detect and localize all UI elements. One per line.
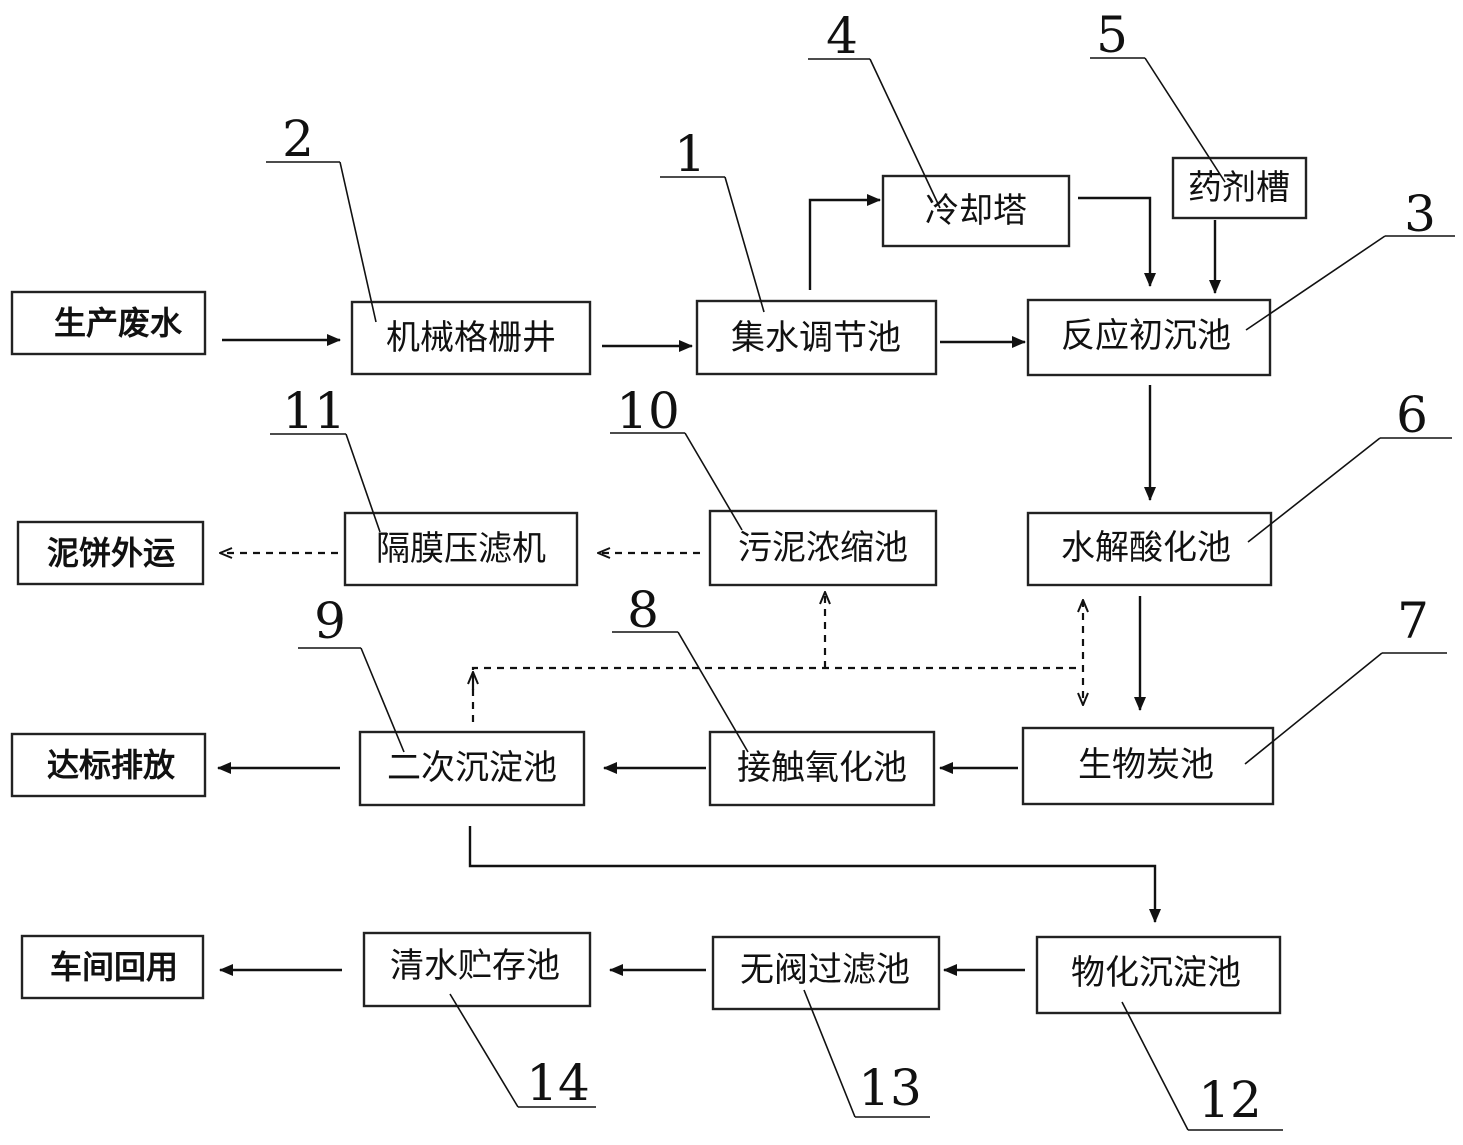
main-flow-lines [217, 194, 1221, 976]
callout-8: 8 [612, 581, 749, 753]
callout-12: 12 [1121, 1001, 1283, 1131]
unit-14-clear-water-storage: 清水贮存池 [362, 931, 592, 1008]
unit-5-label: 药剂槽 [1188, 168, 1290, 208]
callout-7-number: 7 [1397, 592, 1429, 650]
terminal-input-label: 生产废水 [54, 304, 183, 342]
callout-7: 7 [1244, 592, 1447, 765]
callout-5-number: 5 [1096, 6, 1128, 64]
unit-9-secondary-settling: 二次沉淀池 [358, 730, 586, 807]
callout-2-number: 2 [282, 110, 314, 168]
unit-5-chemical-tank: 药剂槽 [1171, 156, 1308, 220]
terminal-reuse: 车间回用 [20, 934, 205, 1000]
unit-3-reaction-primary-settling: 反应初沉池 [1026, 298, 1272, 377]
callout-6: 6 [1247, 386, 1452, 543]
callout-8-number: 8 [627, 581, 659, 639]
unit-1-regulating-tank: 集水调节池 [695, 299, 938, 376]
callout-13-number: 13 [858, 1059, 922, 1117]
unit-4-label: 冷却塔 [925, 191, 1027, 231]
unit-11-label: 隔膜压滤机 [376, 529, 546, 569]
unit-8-label: 接触氧化池 [737, 748, 907, 788]
unit-2-label: 机械格栅井 [386, 318, 556, 358]
callout-1: 1 [660, 125, 765, 313]
callout-11-number: 11 [282, 382, 346, 440]
unit-13-label: 无阀过滤池 [740, 950, 910, 990]
callout-10: 10 [610, 382, 743, 531]
callout-2: 2 [266, 110, 377, 323]
unit-7-label: 生物炭池 [1078, 745, 1214, 785]
unit-2-mechanical-grille: 机械格栅井 [350, 300, 592, 376]
unit-12-label: 物化沉淀池 [1071, 953, 1241, 993]
flow-regulating-to-cooling-tower [808, 194, 881, 290]
unit-6-label: 水解酸化池 [1061, 528, 1231, 568]
unit-12-physchem-settling: 物化沉淀池 [1035, 935, 1282, 1015]
callout-12-number: 12 [1198, 1071, 1262, 1129]
callout-10-number: 10 [616, 382, 680, 440]
sludge-collection-line [471, 666, 1083, 722]
unit-8-contact-oxidation: 接触氧化池 [708, 730, 936, 807]
callout-3: 3 [1245, 185, 1455, 331]
terminal-reuse-label: 车间回用 [50, 948, 178, 986]
terminal-discharge: 达标排放 [10, 732, 207, 798]
callout-14-number: 14 [526, 1054, 590, 1112]
unit-10-label: 污泥浓缩池 [738, 528, 908, 568]
callout-5: 5 [1090, 6, 1226, 183]
callout-9: 9 [298, 592, 405, 753]
callout-11: 11 [270, 382, 381, 533]
unit-1-label: 集水调节池 [731, 318, 901, 358]
callout-6-number: 6 [1396, 386, 1428, 444]
callout-9-number: 9 [314, 592, 346, 650]
callout-1-number: 1 [674, 125, 706, 183]
callout-3-number: 3 [1404, 185, 1436, 243]
unit-11-membrane-filter-press: 隔膜压滤机 [343, 511, 579, 587]
callout-13: 13 [803, 989, 930, 1118]
unit-13-valveless-filter: 无阀过滤池 [711, 935, 941, 1011]
flow-cooling-tower-to-reaction [1078, 196, 1156, 287]
flow-secondary-to-physchem [468, 826, 1161, 923]
terminal-discharge-label: 达标排放 [47, 746, 176, 784]
terminal-sludge-cake-label: 泥饼外运 [47, 534, 175, 572]
terminal-sludge-cake: 泥饼外运 [16, 520, 205, 586]
callout-14: 14 [449, 993, 596, 1112]
unit-10-sludge-thickener: 污泥浓缩池 [708, 509, 938, 587]
unit-3-label: 反应初沉池 [1061, 316, 1231, 356]
unit-7-biocarbon-tank: 生物炭池 [1021, 726, 1275, 806]
sludge-flow-lines [220, 553, 1083, 722]
callout-4: 4 [808, 7, 941, 209]
callout-4-number: 4 [826, 7, 858, 65]
terminal-input: 生产废水 [10, 290, 207, 356]
unit-9-label: 二次沉淀池 [387, 748, 557, 788]
unit-6-hydrolysis-acidification: 水解酸化池 [1026, 511, 1273, 587]
unit-4-cooling-tower: 冷却塔 [881, 174, 1071, 248]
unit-14-label: 清水贮存池 [390, 946, 560, 986]
